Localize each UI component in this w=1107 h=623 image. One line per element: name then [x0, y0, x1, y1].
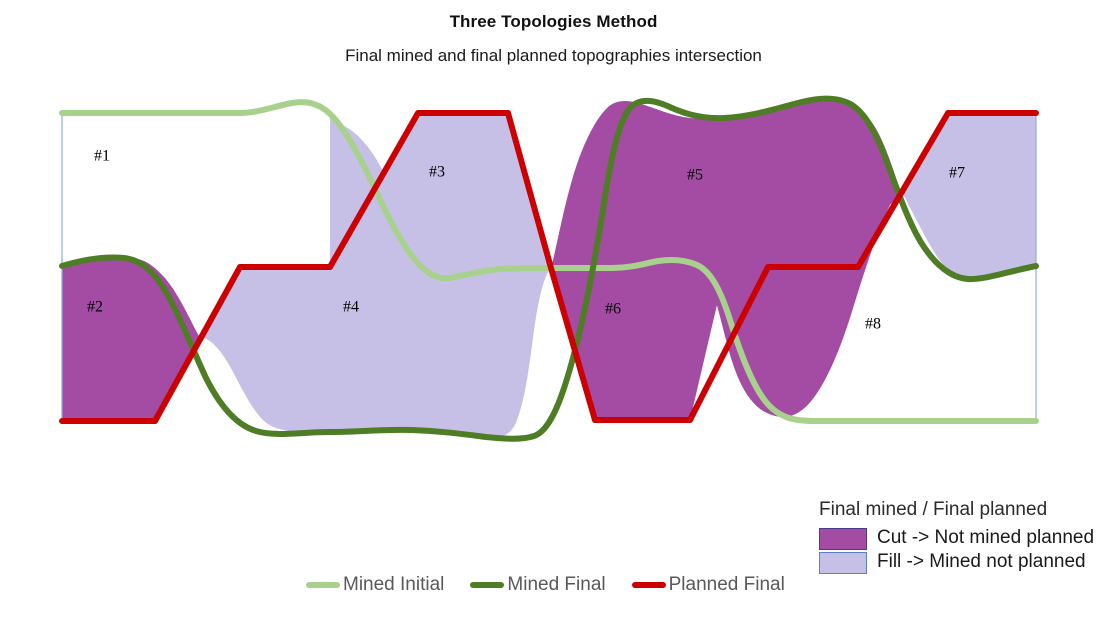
area-legend-swatch-cut-icon	[819, 527, 867, 550]
legend-swatch-mined-final-icon	[470, 581, 505, 588]
region-label-6: #6	[605, 301, 621, 318]
series-line-mined-initial	[59, 99, 1039, 424]
series-legend: Mined Initial Mined Final Planned Final	[306, 575, 785, 594]
area-region-3-fill	[330, 113, 551, 280]
area-legend-entry-cut[interactable]: Cut -> Not mined planned	[819, 528, 1101, 550]
legend-entry-mined-final[interactable]: Mined Final	[470, 574, 606, 595]
legend-entry-mined-initial[interactable]: Mined Initial	[306, 575, 444, 594]
chart-subtitle: Final mined and final planned topographi…	[345, 46, 762, 65]
legend-entry-planned-final[interactable]: Planned Final	[631, 574, 785, 595]
area-legend-label-fill: Fill -> Mined not planned	[877, 551, 1086, 573]
area-legend-title: Final mined / Final planned	[819, 499, 1048, 520]
region-label-8: #8	[865, 316, 881, 333]
legend-label-mined-initial: Mined Initial	[343, 574, 445, 595]
series-line-mined-final	[59, 95, 1039, 442]
legend-label-mined-final: Mined Final	[507, 574, 606, 595]
series-line-planned-final	[59, 110, 1039, 424]
legend-swatch-mined-initial-icon	[306, 581, 340, 588]
area-region-6-cut	[551, 260, 720, 420]
region-label-2: #2	[87, 299, 103, 316]
area-legend-swatch-fill-icon	[819, 551, 867, 574]
region-label-4: #4	[343, 299, 359, 316]
region-label-7: #7	[949, 165, 965, 182]
area-legend: Final mined / Final planned Cut -> Not m…	[819, 499, 1101, 576]
legend-label-planned-final: Planned Final	[668, 574, 785, 595]
region-label-5: #5	[687, 167, 703, 184]
legend-swatch-planned-final-icon	[631, 581, 666, 588]
area-region-5-cut	[551, 100, 902, 417]
area-region-7-fill	[902, 113, 1036, 279]
area-legend-label-cut: Cut -> Not mined planned	[877, 527, 1095, 549]
region-label-1: #1	[94, 148, 110, 165]
chart-title: Three Topologies Method	[449, 12, 658, 31]
area-legend-entry-fill[interactable]: Fill -> Mined not planned	[819, 552, 1101, 574]
region-label-3: #3	[429, 164, 445, 181]
area-region-2-cut	[62, 258, 200, 421]
